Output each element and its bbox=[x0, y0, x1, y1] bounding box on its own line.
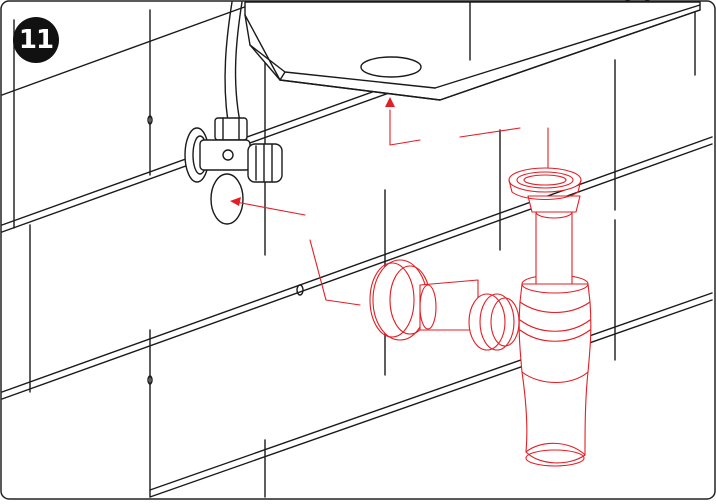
washer bbox=[210, 173, 244, 225]
arrow-left-icon bbox=[230, 197, 241, 206]
arrow-up-icon bbox=[385, 97, 395, 107]
wash-basin bbox=[244, 1, 701, 101]
step-number: 11 bbox=[18, 25, 54, 55]
assembly-guide-lines bbox=[230, 97, 549, 306]
bottle-trap bbox=[369, 167, 592, 467]
step-number-badge: 11 bbox=[13, 17, 59, 63]
angle-valve bbox=[184, 1, 283, 183]
